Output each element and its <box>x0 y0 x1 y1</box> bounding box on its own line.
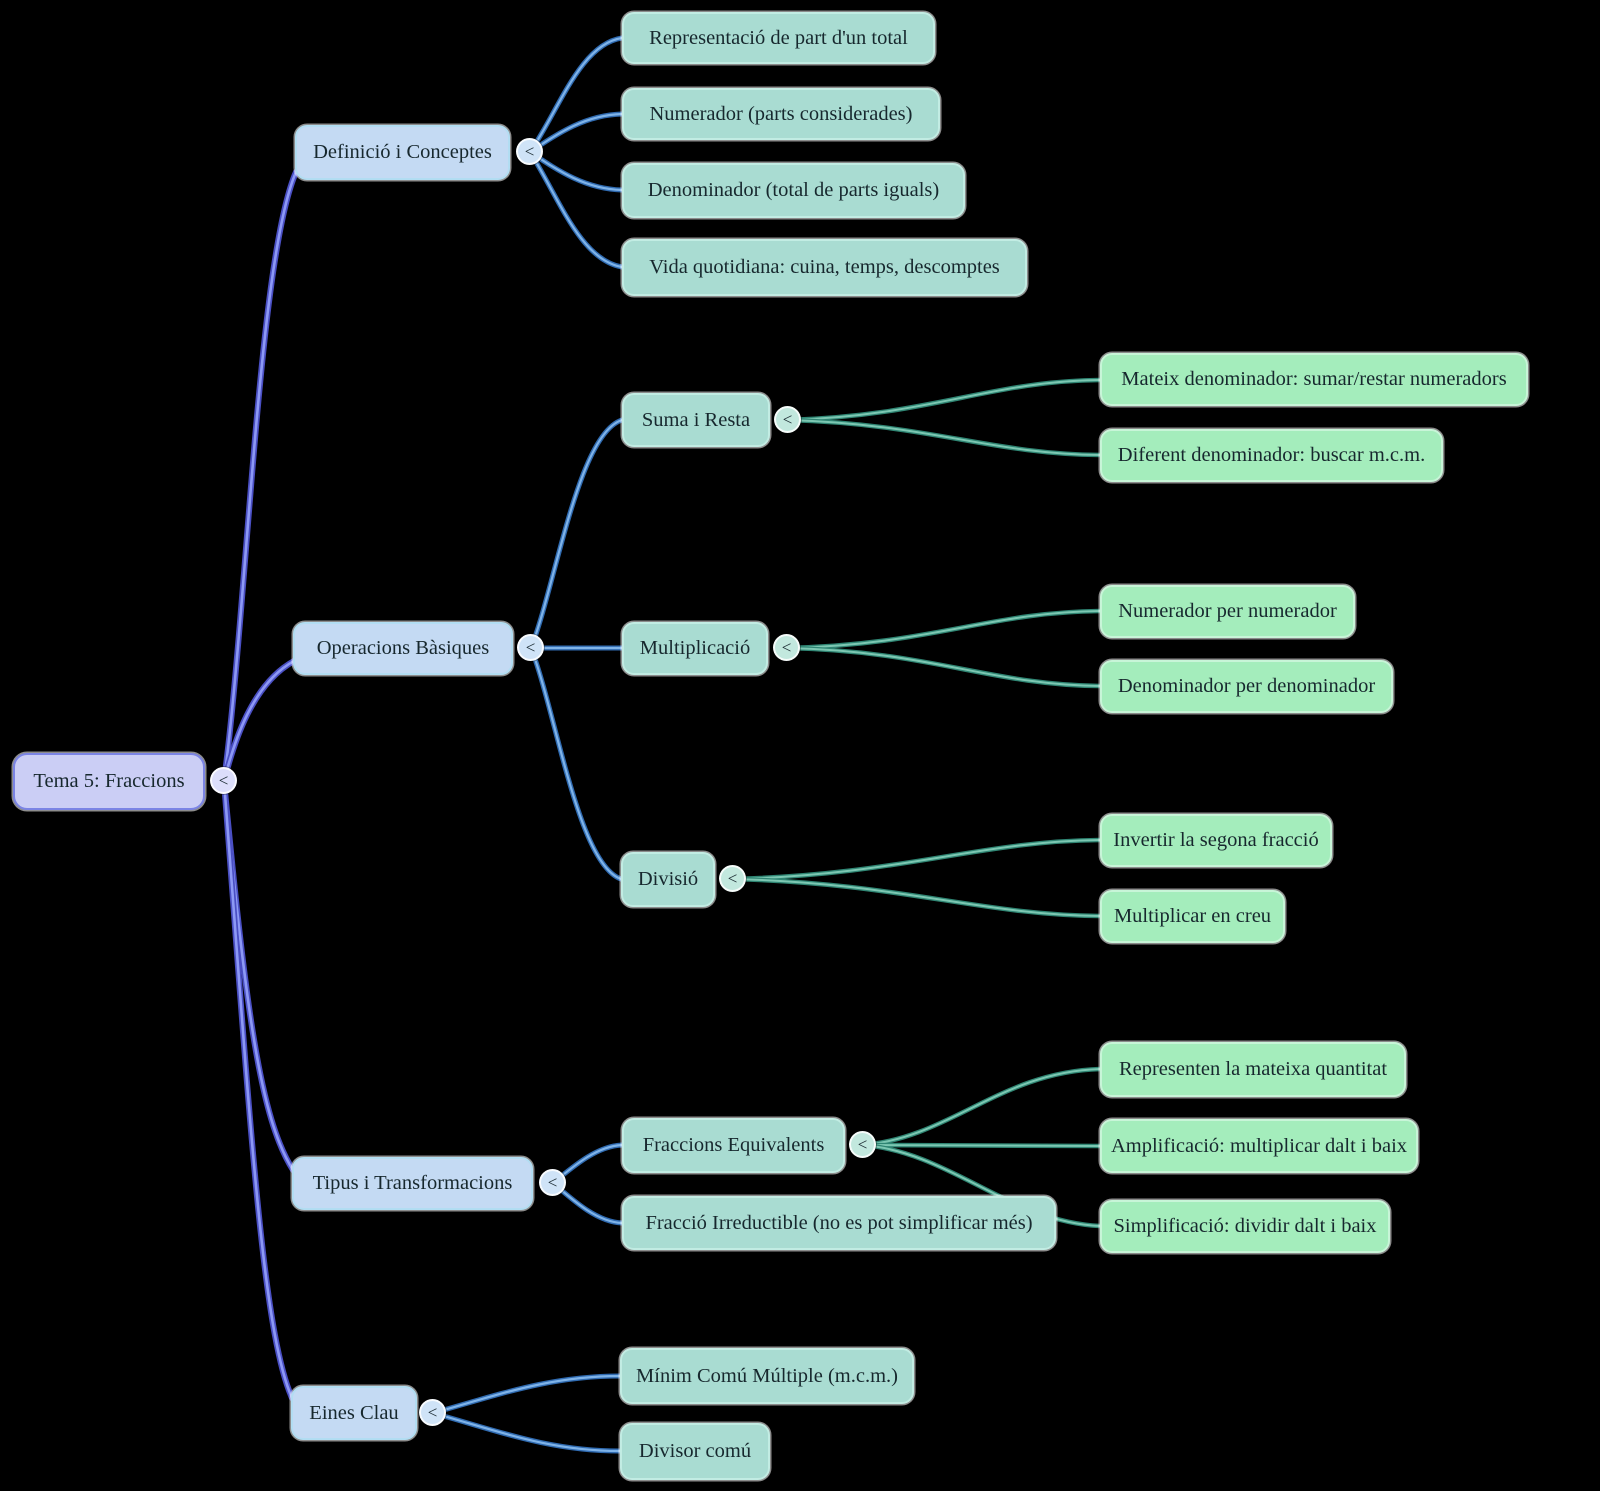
node-divisio: Divisió <box>621 852 715 907</box>
node-numerador-per-numerador: Numerador per numerador <box>1100 585 1355 638</box>
link-definicio-vida <box>530 152 622 267</box>
link-mult-numerador <box>787 611 1100 648</box>
node-vida-quotidiana: Vida quotidiana: cuina, temps, descompte… <box>622 239 1027 296</box>
link-root-tipus <box>224 781 293 1170</box>
toggle-root[interactable]: < <box>210 767 237 794</box>
link-divisio-creu <box>733 879 1100 916</box>
toggle-eines[interactable]: < <box>419 1399 446 1426</box>
link-mult-denominador <box>787 648 1100 686</box>
node-amplificacio: Amplificació: multiplicar dalt i baix <box>1100 1119 1418 1173</box>
toggle-equivalents[interactable]: < <box>849 1131 876 1158</box>
node-numerador: Numerador (parts considerades) <box>622 88 940 140</box>
link-eines-divisor <box>433 1413 620 1451</box>
link-eines-mcm <box>433 1376 620 1413</box>
node-multiplicar-en-creu: Multiplicar en creu <box>1100 890 1285 943</box>
node-denominador-per-denominador: Denominador per denominador <box>1100 660 1393 713</box>
links-level-1 <box>433 38 622 1451</box>
toggle-operacions[interactable]: < <box>517 634 544 661</box>
node-fraccions-equivalents: Fraccions Equivalents <box>622 1118 845 1173</box>
node-divisor-comu: Divisor comú <box>620 1423 770 1480</box>
node-eines-clau: Eines Clau <box>291 1386 417 1440</box>
link-operacions-suma <box>531 420 622 648</box>
toggle-definicio[interactable]: < <box>516 138 543 165</box>
node-denominador: Denominador (total de parts iguals) <box>622 163 965 218</box>
link-operacions-divisio <box>531 648 621 879</box>
node-fraccio-irreductible: Fracció Irreductible (no es pot simplifi… <box>622 1196 1056 1250</box>
node-minim-comu-multiple: Mínim Comú Múltiple (m.c.m.) <box>620 1348 914 1404</box>
toggle-suma[interactable]: < <box>774 406 801 433</box>
links-level-2 <box>733 380 1100 1226</box>
node-definicio-i-conceptes: Definició i Conceptes <box>295 125 510 180</box>
link-divisio-invertir <box>733 840 1100 879</box>
link-equivalents-representen <box>863 1069 1100 1145</box>
node-representacio-part-total: Representació de part d'un total <box>622 12 935 64</box>
node-suma-i-resta: Suma i Resta <box>622 393 770 447</box>
node-invertir-segona-fraccio: Invertir la segona fracció <box>1100 814 1332 867</box>
link-suma-mateix <box>788 380 1100 420</box>
node-tipus-i-transformacions: Tipus i Transformacions <box>292 1157 533 1210</box>
link-definicio-representacio <box>530 38 622 152</box>
node-multiplicacio: Multiplicació <box>622 622 768 675</box>
toggle-multiplicacio[interactable]: < <box>773 634 800 661</box>
toggle-divisio[interactable]: < <box>719 865 746 892</box>
node-simplificacio: Simplificació: dividir dalt i baix <box>1100 1200 1390 1253</box>
node-representen-mateixa-quantitat: Representen la mateixa quantitat <box>1100 1042 1406 1097</box>
toggle-tipus[interactable]: < <box>539 1169 566 1196</box>
node-diferent-denominador: Diferent denominador: buscar m.c.m. <box>1100 429 1443 482</box>
node-mateix-denominador: Mateix denominador: sumar/restar numerad… <box>1100 353 1528 406</box>
node-operacions-basiques: Operacions Bàsiques <box>293 622 513 675</box>
node-tema-5-fraccions: Tema 5: Fraccions <box>13 753 205 810</box>
